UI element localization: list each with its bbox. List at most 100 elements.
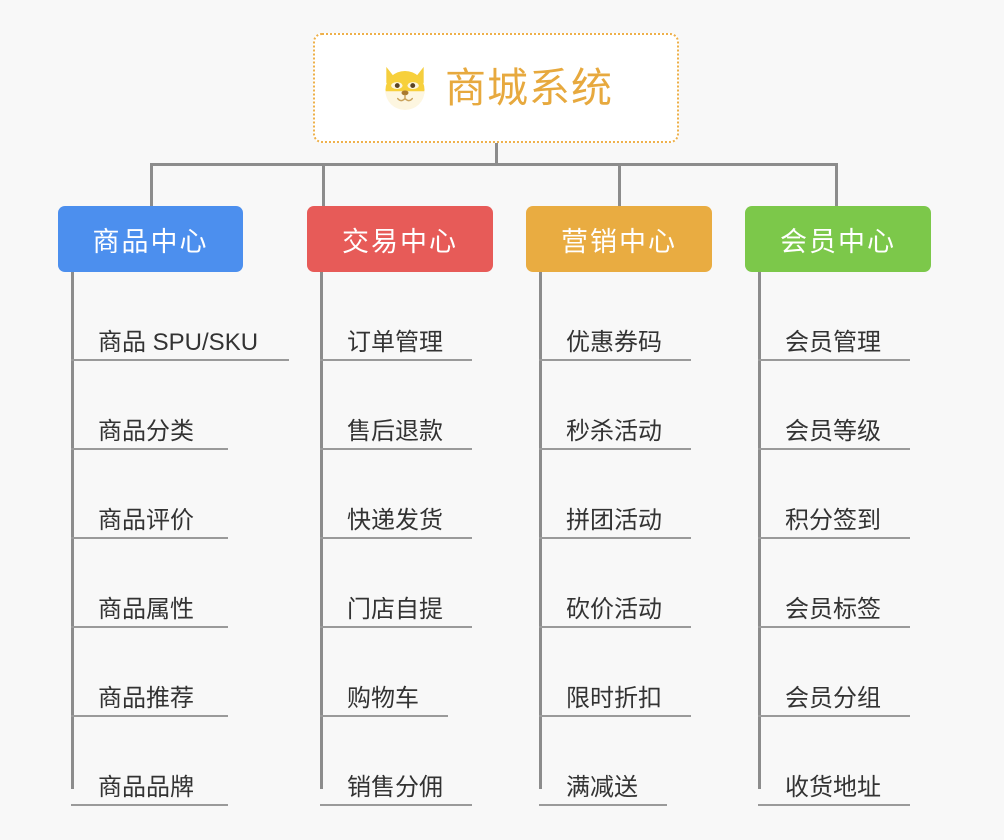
- leaf-label: 会员分组: [785, 684, 881, 712]
- connector-horizontal-bus: [150, 163, 838, 166]
- leaf-underline: [71, 715, 228, 717]
- leaf-item[interactable]: 砍价活动: [539, 539, 756, 628]
- leaf-label: 订单管理: [347, 328, 443, 356]
- leaf-item[interactable]: 门店自提: [320, 539, 557, 628]
- leaf-item[interactable]: 秒杀活动: [539, 361, 756, 450]
- leaf-underline: [758, 804, 910, 806]
- leaf-label: 购物车: [347, 684, 419, 712]
- root-node[interactable]: 商城系统: [313, 33, 679, 143]
- branch-marketing-center: 营销中心 优惠券码 秒杀活动 拼团活动 砍价活动 限时折扣: [526, 206, 756, 806]
- connector-drop-product-center: [150, 163, 153, 206]
- leaf-item[interactable]: 会员标签: [758, 539, 975, 628]
- connector-drop-member-center: [835, 163, 838, 206]
- shiba-dog-face-icon: [385, 66, 425, 110]
- leaf-underline: [539, 626, 691, 628]
- leaf-underline: [539, 804, 667, 806]
- leaf-item[interactable]: 收货地址: [758, 717, 975, 806]
- leaf-item[interactable]: 销售分佣: [320, 717, 557, 806]
- category-header-label: 会员中心: [780, 226, 896, 257]
- leaf-label: 商品分类: [98, 417, 194, 445]
- leaf-label: 会员标签: [785, 595, 881, 623]
- category-header-label: 商品中心: [92, 226, 209, 257]
- leaf-item[interactable]: 会员等级: [758, 361, 975, 450]
- leaf-label: 收货地址: [785, 773, 881, 801]
- leaf-stack-trade-center: 订单管理 售后退款 快递发货 门店自提 购物车 销售分佣: [320, 272, 557, 806]
- leaf-item[interactable]: 会员分组: [758, 628, 975, 717]
- connector-root-stem: [495, 143, 498, 166]
- leaf-label: 优惠券码: [566, 328, 662, 356]
- leaf-item[interactable]: 满减送: [539, 717, 756, 806]
- leaf-label: 秒杀活动: [566, 417, 662, 445]
- leaf-label: 砍价活动: [566, 595, 662, 623]
- leaf-label: 会员管理: [785, 328, 881, 356]
- leaf-underline: [71, 537, 228, 539]
- leaf-label: 商品 SPU/SKU: [98, 328, 259, 356]
- leaf-item[interactable]: 订单管理: [320, 272, 557, 361]
- category-header-trade-center[interactable]: 交易中心: [307, 206, 493, 272]
- branch-trade-center: 交易中心 订单管理 售后退款 快递发货 门店自提 购物车: [307, 206, 557, 806]
- leaf-item[interactable]: 优惠券码: [539, 272, 756, 361]
- leaf-stack-product-center: 商品 SPU/SKU 商品分类 商品评价 商品属性 商品推荐 商品品牌: [71, 272, 328, 806]
- leaf-underline: [539, 715, 691, 717]
- branch-member-center: 会员中心 会员管理 会员等级 积分签到 会员标签 会员分组: [745, 206, 975, 806]
- leaf-label: 商品品牌: [98, 773, 194, 801]
- leaf-item[interactable]: 商品推荐: [71, 628, 328, 717]
- root-title: 商城系统: [445, 64, 613, 111]
- tree-rail: [539, 272, 542, 789]
- leaf-item[interactable]: 快递发货: [320, 450, 557, 539]
- leaf-underline: [71, 804, 228, 806]
- leaf-stack-member-center: 会员管理 会员等级 积分签到 会员标签 会员分组 收货地址: [758, 272, 975, 806]
- leaf-label: 满减送: [566, 773, 638, 801]
- leaf-underline: [320, 804, 472, 806]
- leaf-underline: [539, 359, 691, 361]
- tree-rail: [71, 272, 74, 789]
- leaf-item[interactable]: 商品分类: [71, 361, 328, 450]
- tree-rail: [320, 272, 323, 789]
- leaf-item[interactable]: 会员管理: [758, 272, 975, 361]
- leaf-label: 售后退款: [347, 417, 443, 445]
- category-header-label: 营销中心: [561, 226, 677, 257]
- leaf-underline: [758, 448, 910, 450]
- leaf-underline: [758, 715, 910, 717]
- category-header-marketing-center[interactable]: 营销中心: [526, 206, 712, 272]
- leaf-underline: [71, 359, 289, 361]
- leaf-underline: [71, 448, 228, 450]
- leaf-label: 商品评价: [98, 506, 194, 534]
- leaf-underline: [320, 448, 472, 450]
- leaf-underline: [758, 537, 910, 539]
- leaf-label: 会员等级: [785, 417, 881, 445]
- leaf-item[interactable]: 商品品牌: [71, 717, 328, 806]
- connector-drop-marketing-center: [618, 163, 621, 206]
- leaf-label: 积分签到: [785, 506, 881, 534]
- leaf-item[interactable]: 积分签到: [758, 450, 975, 539]
- leaf-label: 限时折扣: [566, 684, 662, 712]
- leaf-underline: [320, 626, 472, 628]
- leaf-item[interactable]: 拼团活动: [539, 450, 756, 539]
- leaf-item[interactable]: 商品 SPU/SKU: [71, 272, 328, 361]
- leaf-underline: [758, 626, 910, 628]
- leaf-label: 销售分佣: [347, 773, 443, 801]
- leaf-label: 快递发货: [347, 506, 443, 534]
- leaf-underline: [320, 537, 472, 539]
- leaf-label: 拼团活动: [566, 506, 662, 534]
- leaf-label: 门店自提: [347, 595, 443, 623]
- category-header-member-center[interactable]: 会员中心: [745, 206, 931, 272]
- leaf-stack-marketing-center: 优惠券码 秒杀活动 拼团活动 砍价活动 限时折扣 满减送: [539, 272, 756, 806]
- category-header-label: 交易中心: [342, 226, 458, 257]
- connector-drop-trade-center: [322, 163, 325, 206]
- tree-rail: [758, 272, 761, 789]
- leaf-underline: [320, 359, 472, 361]
- leaf-item[interactable]: 限时折扣: [539, 628, 756, 717]
- leaf-item[interactable]: 商品评价: [71, 450, 328, 539]
- category-header-product-center[interactable]: 商品中心: [58, 206, 243, 272]
- leaf-label: 商品属性: [98, 595, 194, 623]
- leaf-item[interactable]: 商品属性: [71, 539, 328, 628]
- leaf-label: 商品推荐: [98, 684, 194, 712]
- leaf-underline: [320, 715, 448, 717]
- leaf-item[interactable]: 售后退款: [320, 361, 557, 450]
- leaf-item[interactable]: 购物车: [320, 628, 557, 717]
- leaf-underline: [758, 359, 910, 361]
- leaf-underline: [539, 537, 691, 539]
- leaf-underline: [539, 448, 691, 450]
